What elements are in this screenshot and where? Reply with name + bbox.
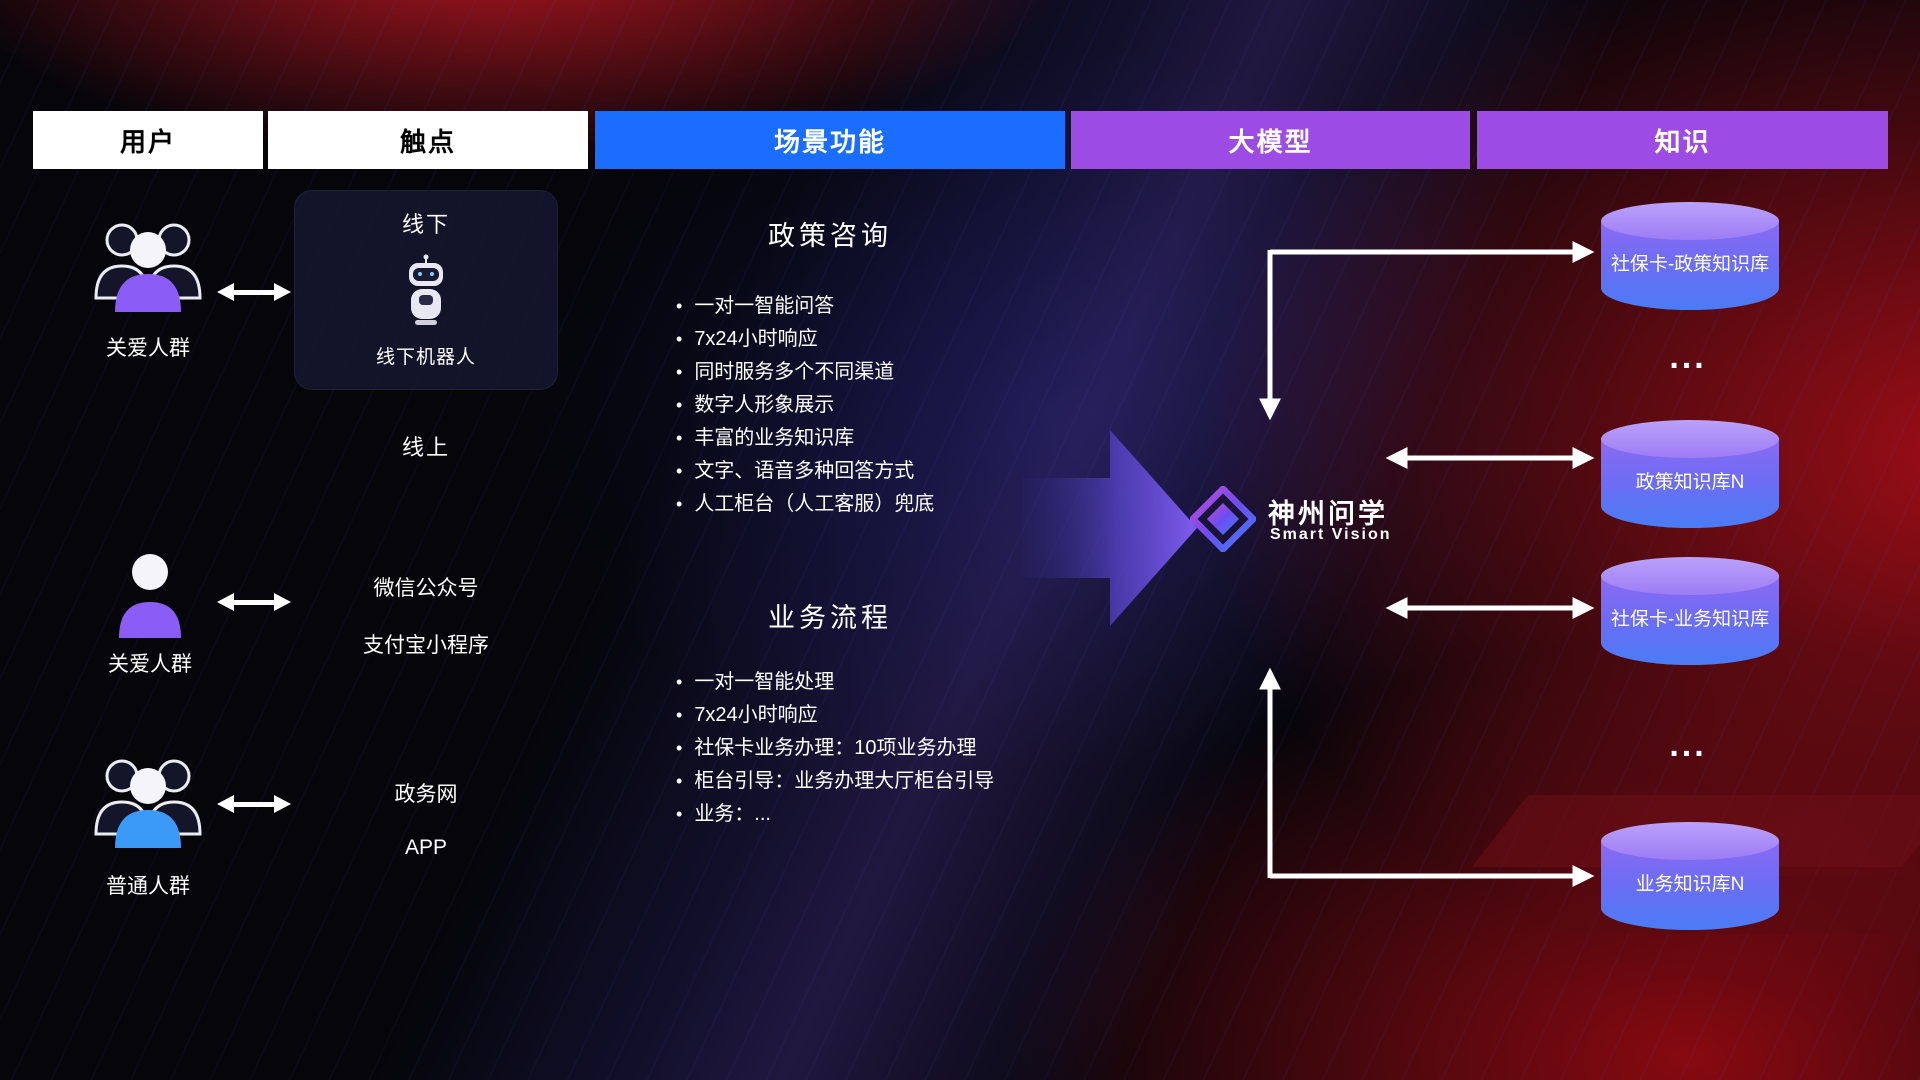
cylinder-top — [1601, 822, 1779, 860]
offline-title: 线下 — [401, 212, 450, 237]
double-arrow-user-touchpoint-2 — [217, 593, 291, 611]
scenario-title-policy: 政策咨询 — [768, 221, 892, 251]
people-group-icon — [88, 748, 208, 850]
bullet-item: 同时服务多个不同渠道 — [676, 356, 934, 389]
robot-icon — [401, 254, 451, 328]
model-subtitle: Smart Vision — [1270, 526, 1392, 543]
bullet-item: 一对一智能处理 — [676, 666, 994, 699]
bullet-item: 文字、语音多种回答方式 — [676, 455, 934, 488]
column-header-touchpoints: 触点 — [268, 111, 588, 169]
column-header-users: 用户 — [33, 111, 263, 169]
person-icon — [117, 552, 183, 640]
double-arrow-user-touchpoint-1 — [217, 283, 291, 301]
bullet-item: 一对一智能问答 — [676, 290, 934, 323]
column-header-model: 大模型 — [1071, 111, 1470, 169]
touchpoint-alipay: 支付宝小程序 — [363, 634, 489, 657]
model-name: 神州问学 — [1268, 499, 1388, 529]
knowledge-base-label: 政策知识库N — [1635, 472, 1745, 494]
double-arrow-user-touchpoint-3 — [217, 795, 291, 813]
user-label-care-2: 关爱人群 — [108, 653, 192, 676]
touchpoint-wechat: 微信公众号 — [373, 577, 479, 600]
flow-arrow-icon — [1022, 430, 1197, 626]
knowledge-base-cylinder: 政策知识库N — [1601, 420, 1779, 528]
knowledge-base-label: 业务知识库N — [1635, 874, 1745, 896]
knowledge-base-label: 社保卡-业务知识库 — [1610, 609, 1770, 631]
online-title: 线上 — [401, 435, 450, 460]
offline-robot-label: 线下机器人 — [375, 347, 476, 368]
cylinder-top — [1601, 420, 1779, 458]
knowledge-connection-arrows — [1120, 180, 1620, 900]
ellipsis: ... — [1669, 338, 1707, 376]
knowledge-base-cylinder: 社保卡-业务知识库 — [1601, 557, 1779, 665]
bullet-item: 数字人形象展示 — [676, 389, 934, 422]
bullet-item: 业务：... — [676, 798, 994, 831]
bullet-item: 人工柜台（人工客服）兜底 — [676, 488, 934, 521]
knowledge-base-label: 社保卡-政策知识库 — [1610, 254, 1770, 276]
ellipsis: ... — [1669, 726, 1707, 764]
user-label-general: 普通人群 — [106, 875, 190, 898]
scenario-policy-list: 一对一智能问答 7x24小时响应 同时服务多个不同渠道 数字人形象展示 丰富的业… — [676, 290, 934, 521]
user-label-care-1: 关爱人群 — [106, 337, 190, 360]
bullet-item: 7x24小时响应 — [676, 323, 934, 356]
bullet-item: 社保卡业务办理：10项业务办理 — [676, 732, 994, 765]
people-group-icon — [88, 212, 208, 314]
column-header-scenarios: 场景功能 — [595, 111, 1065, 169]
cylinder-top — [1601, 557, 1779, 595]
bullet-item: 7x24小时响应 — [676, 699, 994, 732]
model-logo-icon — [1190, 486, 1256, 552]
knowledge-base-cylinder: 社保卡-政策知识库 — [1601, 202, 1779, 310]
bullet-item: 丰富的业务知识库 — [676, 422, 934, 455]
touchpoint-gov-web: 政务网 — [394, 783, 458, 806]
scenario-title-business: 业务流程 — [768, 603, 892, 633]
bullet-item: 柜台引导：业务办理大厅柜台引导 — [676, 765, 994, 798]
column-header-knowledge: 知识 — [1477, 111, 1888, 169]
knowledge-base-cylinder: 业务知识库N — [1601, 822, 1779, 930]
touchpoint-app: APP — [404, 836, 448, 859]
cylinder-top — [1601, 202, 1779, 240]
offline-touchpoint-box: 线下 线下机器人 — [294, 190, 558, 390]
scenario-business-list: 一对一智能处理 7x24小时响应 社保卡业务办理：10项业务办理 柜台引导：业务… — [676, 666, 994, 831]
